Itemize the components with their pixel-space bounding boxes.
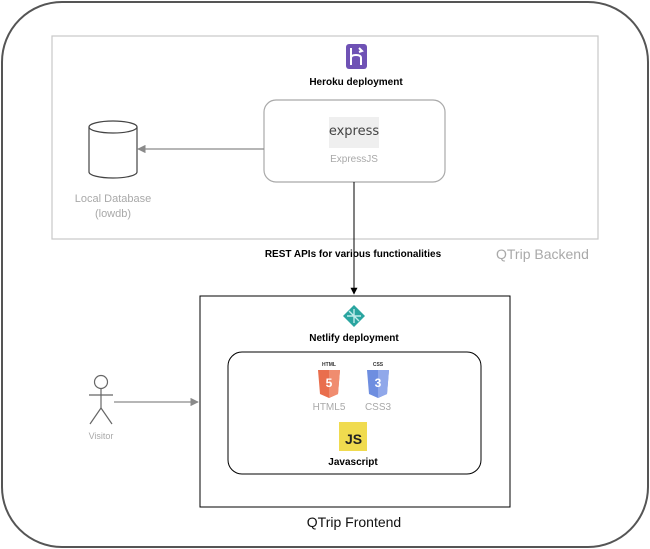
visitor-stick-figure-icon [89,374,113,425]
css3-label: CSS3 [364,402,392,413]
netlify-deployment-label: Netlify deployment [309,333,399,344]
html5-icon [318,370,340,398]
frontend-container [199,295,511,508]
rest-api-label: REST APIs for various functionalities [264,249,442,260]
html5-label: HTML5 [312,402,346,413]
css-badge-text: CSS [372,362,384,368]
heroku-icon [346,44,367,69]
database-label-line2: (lowdb) [94,208,132,220]
visitor-label: Visitor [88,431,114,441]
js-logo-text: JS [345,431,363,447]
javascript-label: Javascript [328,457,378,468]
backend-container-label: QTrip Backend [496,246,589,262]
html5-number: 5 [325,376,333,390]
database-icon [88,120,138,179]
expressjs-label: ExpressJS [330,154,378,165]
netlify-icon [343,305,365,327]
heroku-deployment-label: Heroku deployment [309,77,403,88]
css3-number: 3 [374,376,382,390]
express-logo [329,117,379,148]
css3-icon [367,370,389,398]
backend-container [51,35,599,240]
database-label-line1: Local Database [74,193,152,205]
html-badge-text: HTML [322,362,336,368]
express-logo-text: express [328,124,380,139]
frontend-tech-box [227,351,482,475]
javascript-icon [339,422,367,451]
frontend-container-label: QTrip Frontend [306,514,402,530]
